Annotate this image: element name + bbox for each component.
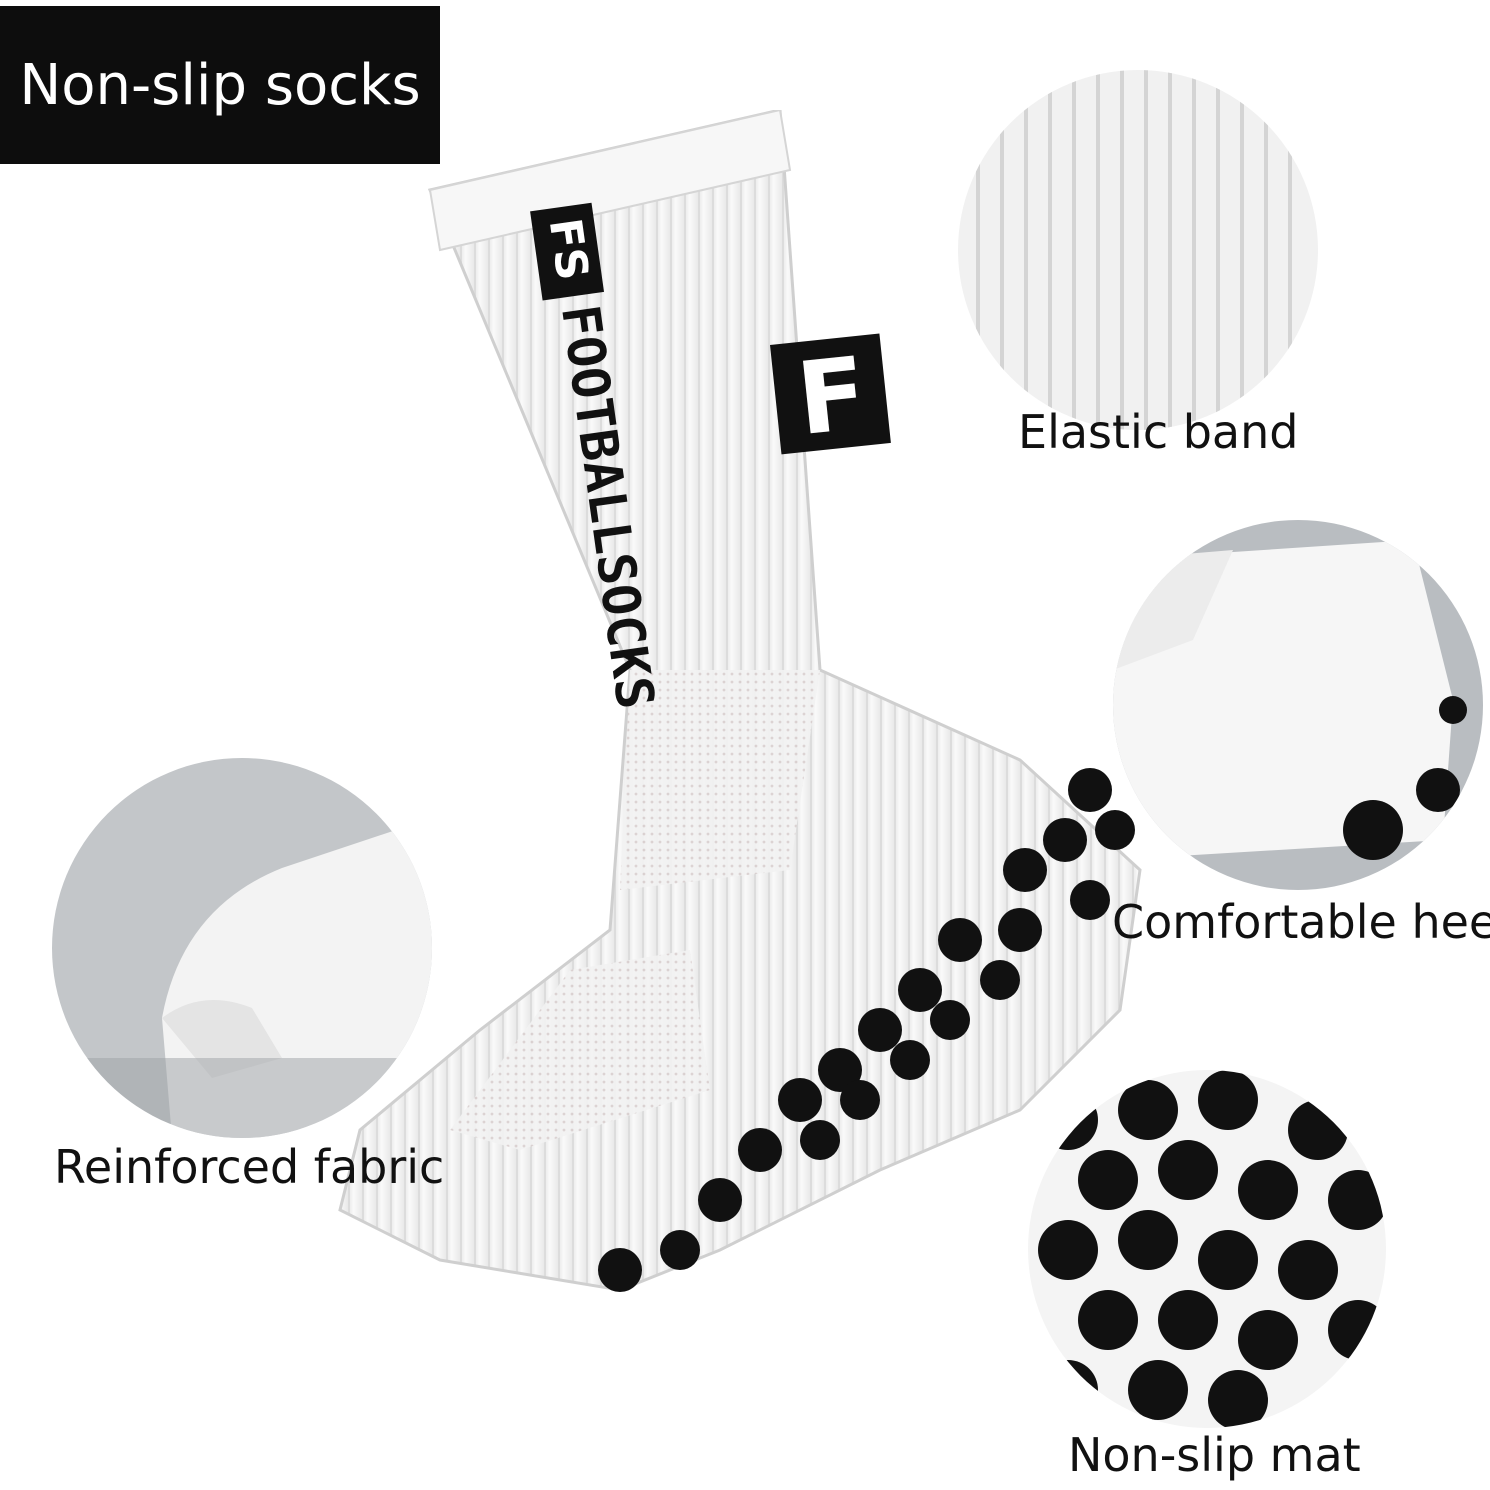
non-slip-mat-label: Non-slip mat — [1068, 1428, 1361, 1482]
sock-logo-letters: FS — [539, 215, 598, 283]
comfortable-heel-label: Comfortable heel — [1112, 895, 1490, 949]
comfortable-heel-detail-image — [1113, 520, 1483, 890]
elastic-band-detail-image — [958, 70, 1318, 430]
sock-product-image: FS FOOTBALLSOCKS F — [320, 110, 1160, 1310]
reinforced-fabric-detail-image — [52, 758, 432, 1138]
title-text: Non-slip socks — [19, 52, 421, 118]
sock-emblem: F — [792, 335, 872, 458]
elastic-band-label: Elastic band — [1018, 405, 1299, 459]
sock-grip-dots — [598, 768, 1135, 1292]
title-banner: Non-slip socks — [0, 6, 440, 164]
sock-illustration: FS FOOTBALLSOCKS F — [338, 110, 1142, 1292]
non-slip-mat-detail-image — [1028, 1070, 1386, 1428]
reinforced-fabric-label: Reinforced fabric — [54, 1140, 445, 1194]
